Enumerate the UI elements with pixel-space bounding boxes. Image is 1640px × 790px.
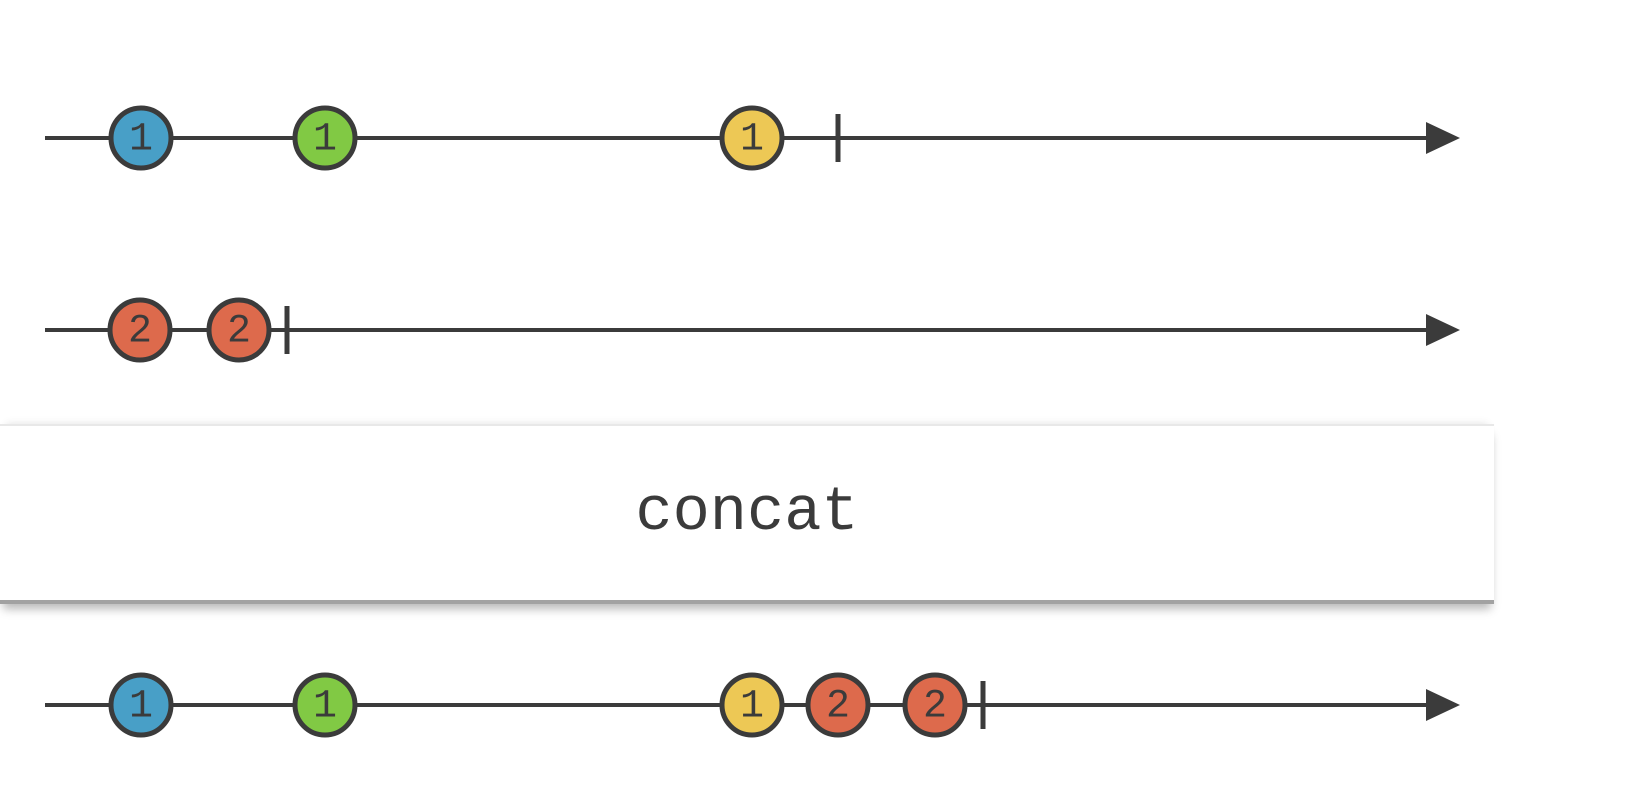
marble-circle [108, 672, 174, 738]
marble[interactable]: 2 [206, 297, 272, 363]
marble-value: 1 [740, 118, 764, 163]
marble-value: 2 [923, 685, 947, 730]
marble-value: 1 [129, 118, 153, 163]
marble-circle [902, 672, 968, 738]
marble[interactable]: 1 [108, 105, 174, 171]
marble-circle [805, 672, 871, 738]
marble-value: 2 [227, 310, 251, 355]
marble: 2 [805, 672, 871, 738]
marble-value: 2 [826, 685, 850, 730]
arrowhead-icon [1426, 314, 1460, 346]
marble[interactable]: 2 [107, 297, 173, 363]
arrowhead-icon [1426, 122, 1460, 154]
marble-circle [292, 672, 358, 738]
marble: 1 [719, 672, 785, 738]
operator-box: concat [0, 424, 1494, 604]
marble-value: 1 [313, 118, 337, 163]
marble: 2 [902, 672, 968, 738]
marble-value: 1 [313, 685, 337, 730]
marble-circle [719, 672, 785, 738]
marble[interactable]: 1 [292, 105, 358, 171]
marble-circle [292, 105, 358, 171]
marble-circle [719, 105, 785, 171]
marble-circle [206, 297, 272, 363]
marble: 1 [292, 672, 358, 738]
marble[interactable]: 1 [719, 105, 785, 171]
marble-circle [108, 105, 174, 171]
timeline-output: 1 1 1 2 2 [45, 672, 1460, 738]
marble-circle [107, 297, 173, 363]
marble-value: 1 [129, 685, 153, 730]
timeline-source-1: 1 1 1 [45, 105, 1460, 171]
arrowhead-icon [1426, 689, 1460, 721]
operator-label[interactable]: concat [635, 477, 859, 548]
marble-value: 2 [128, 310, 152, 355]
marble-value: 1 [740, 685, 764, 730]
marble: 1 [108, 672, 174, 738]
